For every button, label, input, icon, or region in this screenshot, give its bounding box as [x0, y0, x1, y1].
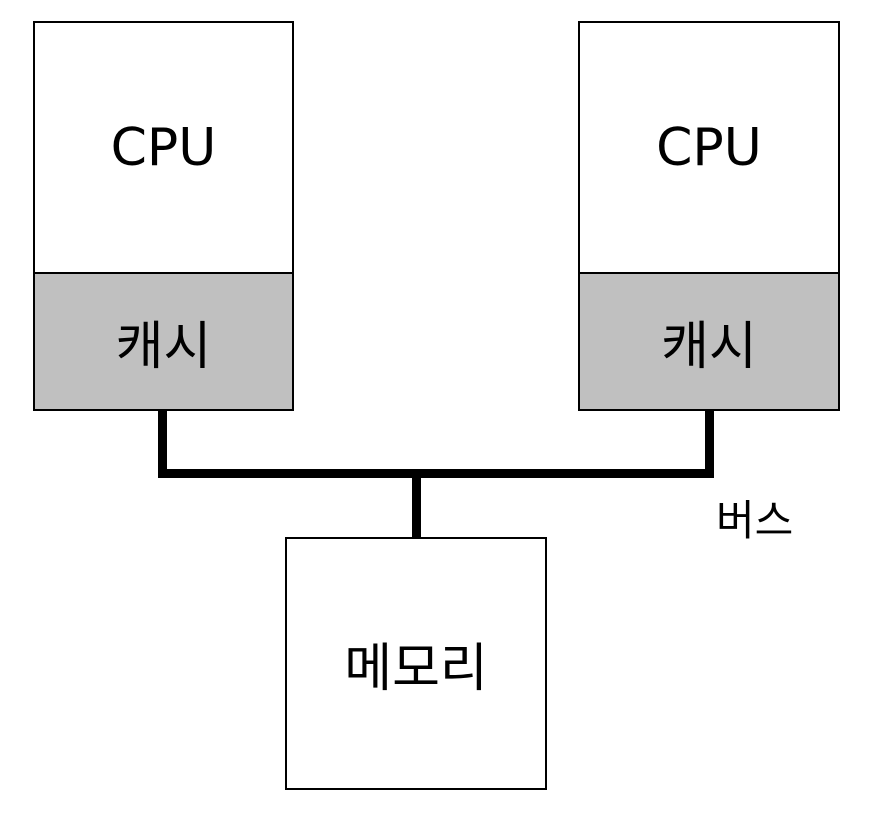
left-cpu-box: CPU — [33, 21, 294, 274]
right-cpu-box: CPU — [578, 21, 840, 274]
left-cpu-label: CPU — [110, 117, 217, 178]
bus-right-drop — [705, 410, 714, 478]
bus-horizontal-line — [158, 469, 714, 478]
right-cache-label: 캐시 — [661, 317, 757, 377]
left-cache-box: 캐시 — [33, 272, 294, 411]
memory-label: 메모리 — [344, 639, 488, 699]
memory-box: 메모리 — [285, 537, 547, 790]
right-cache-box: 캐시 — [578, 272, 840, 411]
bus-left-drop — [158, 410, 167, 478]
right-cpu-label: CPU — [656, 117, 762, 178]
bus-memory-drop — [412, 469, 421, 539]
left-cache-label: 캐시 — [115, 317, 212, 377]
bus-label: 버스 — [716, 496, 794, 545]
